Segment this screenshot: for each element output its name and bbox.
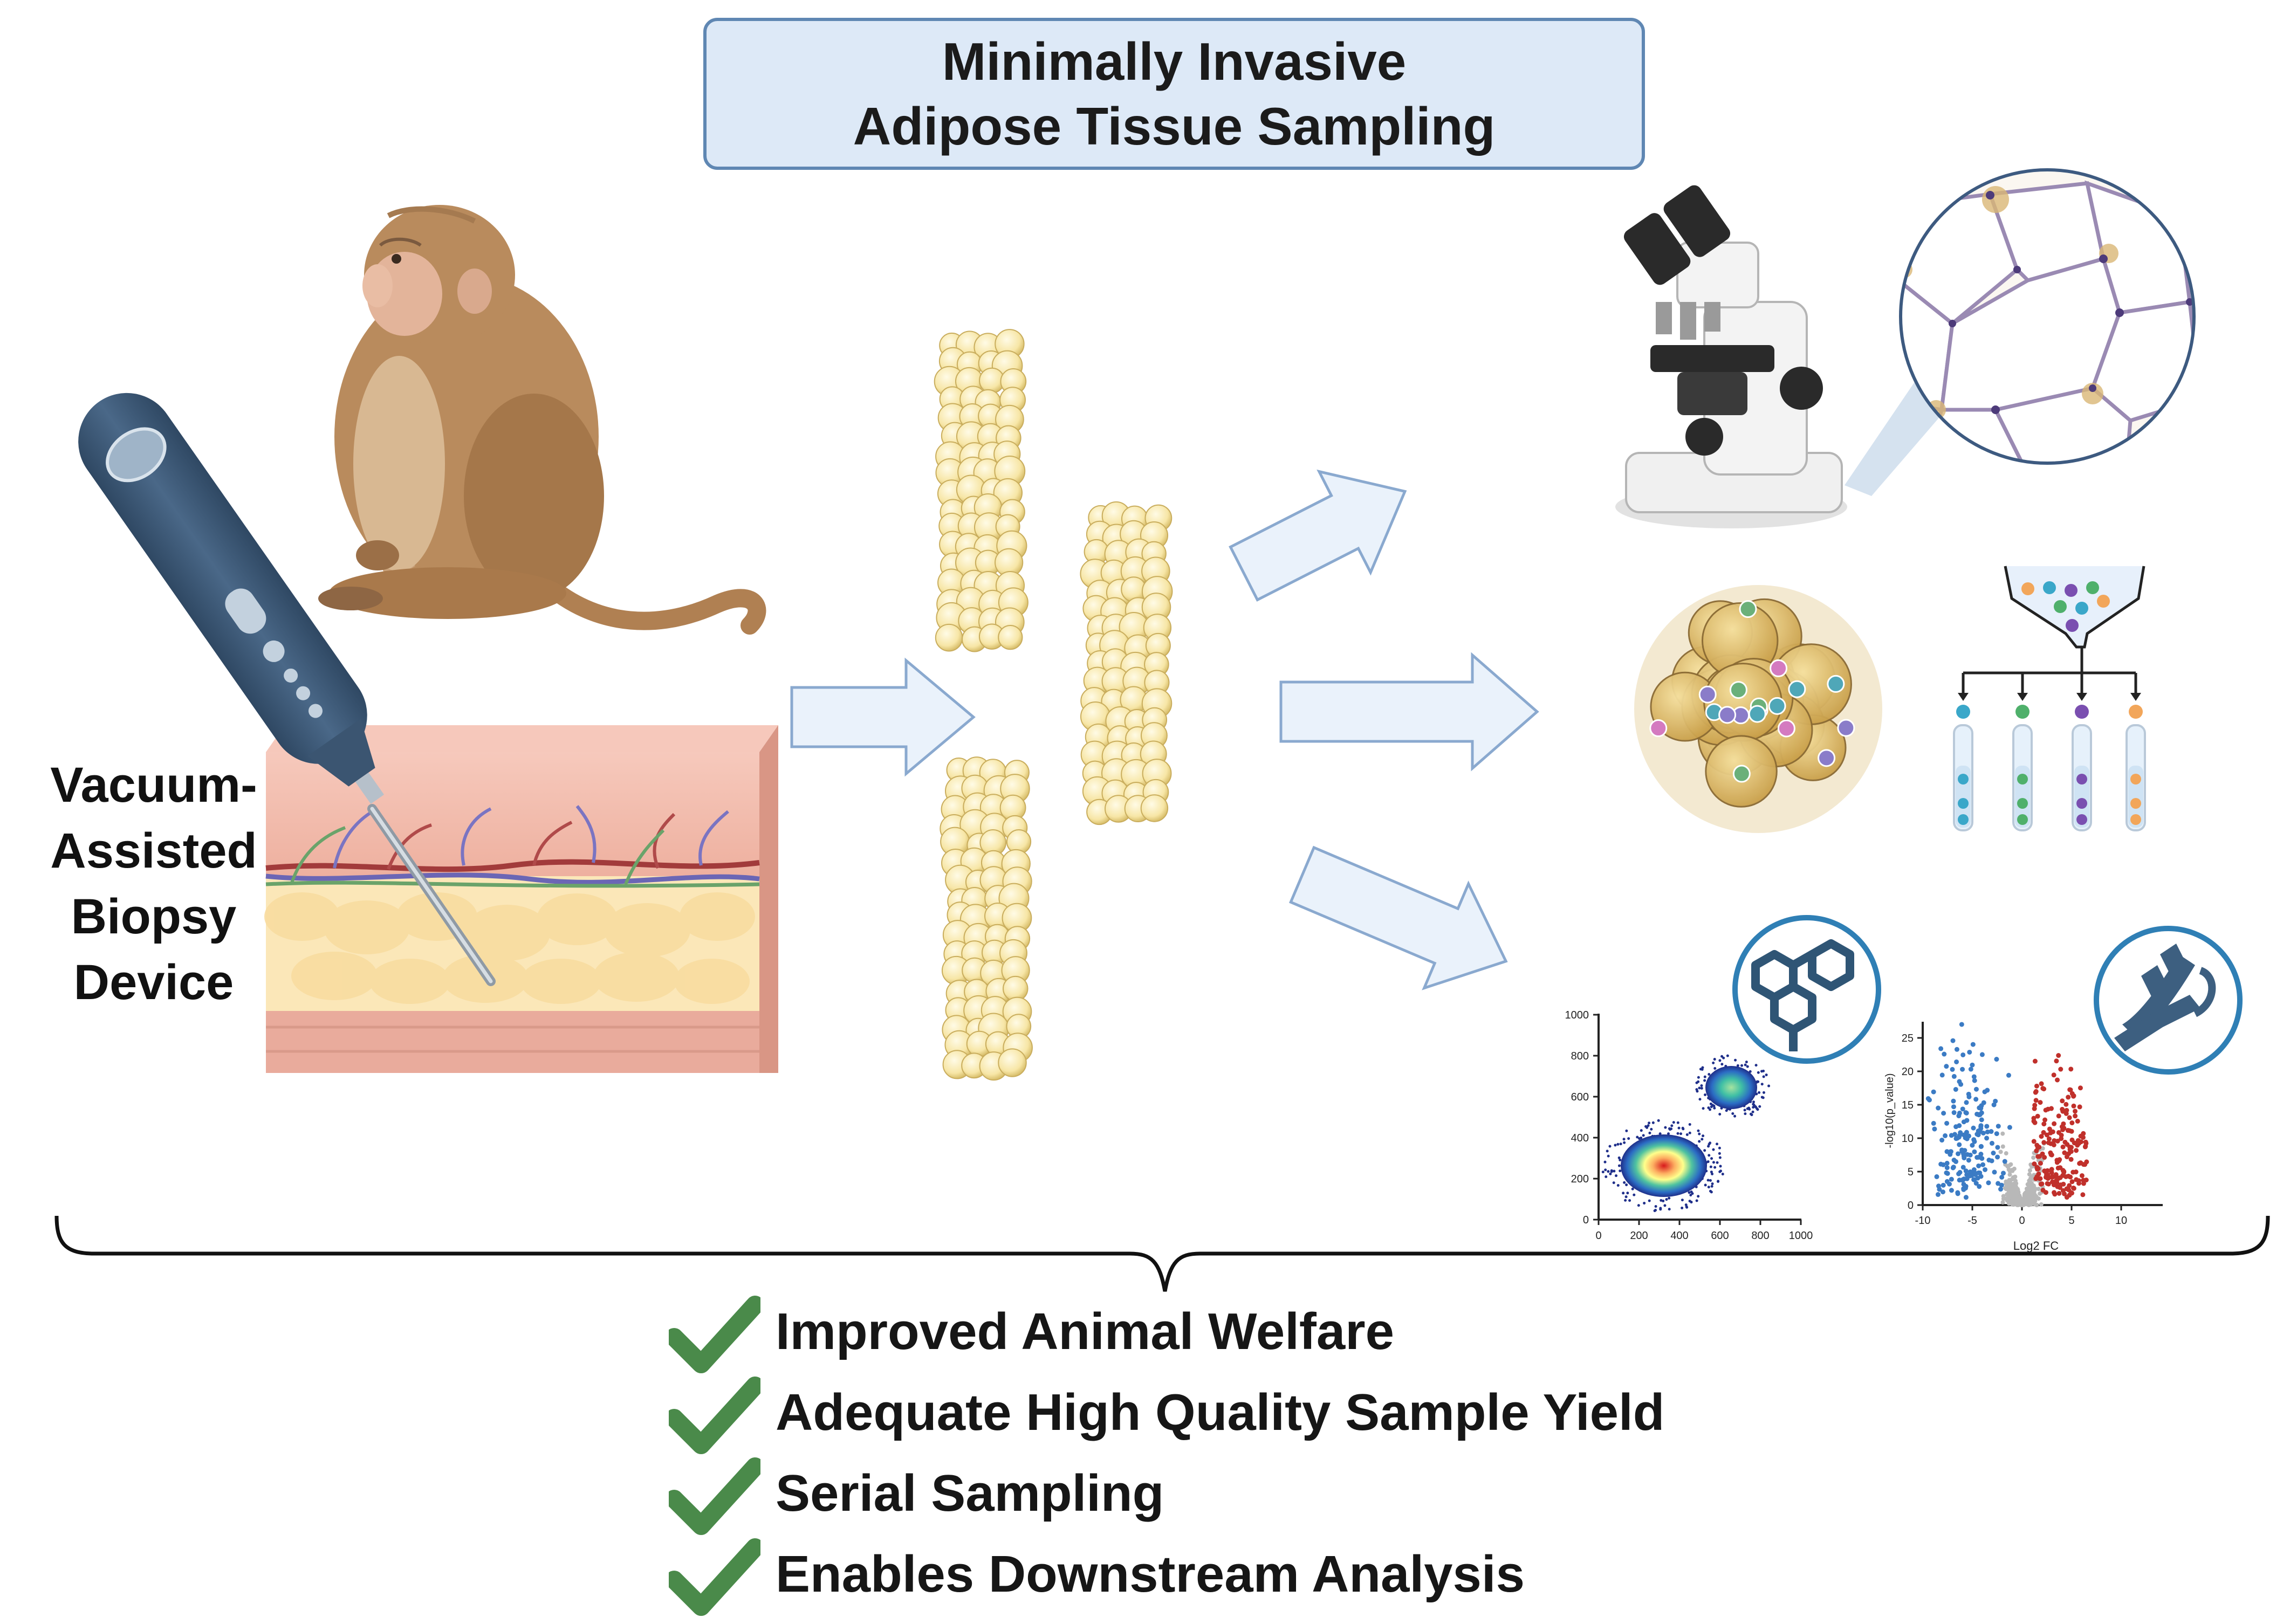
check-icon bbox=[669, 1457, 760, 1535]
adipose-core-samples bbox=[934, 329, 1173, 1081]
benefit-item: Enables Downstream Analysis bbox=[669, 1537, 1909, 1618]
benefit-text: Improved Animal Welfare bbox=[776, 1303, 1394, 1360]
volcano-y-tick: 25 bbox=[1902, 1033, 1914, 1044]
benefit-text: Serial Sampling bbox=[776, 1464, 1164, 1522]
volcano-ylabel: -log10(p_value) bbox=[1884, 1074, 1896, 1148]
flow-x-tick: 200 bbox=[1630, 1230, 1648, 1242]
flow-y-tick: 400 bbox=[1571, 1132, 1589, 1144]
cell-sorting-diagram bbox=[1953, 566, 2146, 831]
device-label-line-4: Device bbox=[73, 955, 234, 1010]
volcano-xlabel: Log2 FC bbox=[2013, 1239, 2059, 1253]
device-label-line-3: Biopsy bbox=[71, 889, 237, 944]
volcano-x-tick: 0 bbox=[2019, 1215, 2025, 1227]
title-box: Minimally Invasive Adipose Tissue Sampli… bbox=[703, 18, 1645, 170]
flow-x-tick: 1000 bbox=[1789, 1230, 1813, 1242]
check-icon bbox=[669, 1538, 760, 1616]
flow-x-tick: 400 bbox=[1670, 1230, 1688, 1242]
device-label: Vacuum- Assisted Biopsy Device bbox=[30, 752, 278, 1015]
volcano-x-tick: 5 bbox=[2068, 1215, 2074, 1227]
biopsy-device-icon bbox=[78, 393, 496, 986]
summary-brace bbox=[54, 1215, 2270, 1292]
benefit-item: Adequate High Quality Sample Yield bbox=[669, 1375, 1909, 1456]
flow-y-tick: 1000 bbox=[1565, 1009, 1589, 1021]
arrow-to-cell-analysis bbox=[1279, 652, 1539, 772]
adipose-cell-cluster bbox=[1634, 585, 1882, 833]
skin-tissue-block bbox=[264, 725, 778, 1073]
check-icon bbox=[669, 1296, 760, 1373]
volcano-x-tick: -5 bbox=[1967, 1215, 1977, 1227]
check-icon bbox=[669, 1377, 760, 1454]
volcano-y-tick: 0 bbox=[1908, 1200, 1914, 1212]
flow-y-tick: 800 bbox=[1571, 1050, 1589, 1062]
benefit-item: Serial Sampling bbox=[669, 1456, 1909, 1537]
volcano-y-tick: 15 bbox=[1902, 1099, 1914, 1111]
benefit-text: Enables Downstream Analysis bbox=[776, 1545, 1525, 1603]
volcano-x-tick: 10 bbox=[2115, 1215, 2127, 1227]
benefit-item: Improved Animal Welfare bbox=[669, 1294, 1909, 1375]
molecule-icon bbox=[1732, 915, 1881, 1064]
volcano-y-tick: 5 bbox=[1908, 1166, 1914, 1178]
volcano-y-tick: 20 bbox=[1902, 1066, 1914, 1078]
flow-y-tick: 0 bbox=[1583, 1214, 1589, 1226]
benefit-text: Adequate High Quality Sample Yield bbox=[776, 1384, 1665, 1441]
device-label-line-1: Vacuum- bbox=[50, 758, 257, 813]
title-line-2: Adipose Tissue Sampling bbox=[853, 97, 1496, 156]
monkey-illustration bbox=[318, 205, 766, 635]
volcano-plot: -10 -5 0 5 10 0 5 10 15 20 25 Log2 FC -log10(p_val… bbox=[1884, 1022, 2163, 1253]
dna-icon bbox=[2094, 926, 2243, 1075]
flow-y-tick: 200 bbox=[1571, 1173, 1589, 1185]
title-line-1: Minimally Invasive bbox=[942, 32, 1407, 91]
flow-x-tick: 0 bbox=[1595, 1230, 1601, 1242]
flow-x-tick: 600 bbox=[1711, 1230, 1729, 1242]
flow-x-tick: 800 bbox=[1751, 1230, 1769, 1242]
arrow-to-omics bbox=[1288, 845, 1508, 990]
device-label-line-2: Assisted bbox=[50, 823, 257, 878]
arrow-to-histology bbox=[1229, 469, 1407, 602]
arrow-to-samples bbox=[790, 657, 976, 777]
flow-y-tick: 600 bbox=[1571, 1091, 1589, 1103]
volcano-x-tick: -10 bbox=[1915, 1215, 1931, 1227]
process-arrows bbox=[790, 469, 1539, 990]
flow-cytometry-plot: 0 200 400 600 800 1000 0 200 400 600 800 1000 bbox=[1565, 1009, 1813, 1242]
volcano-y-tick: 10 bbox=[1902, 1133, 1914, 1145]
histology-magnified-view bbox=[1899, 168, 2196, 465]
